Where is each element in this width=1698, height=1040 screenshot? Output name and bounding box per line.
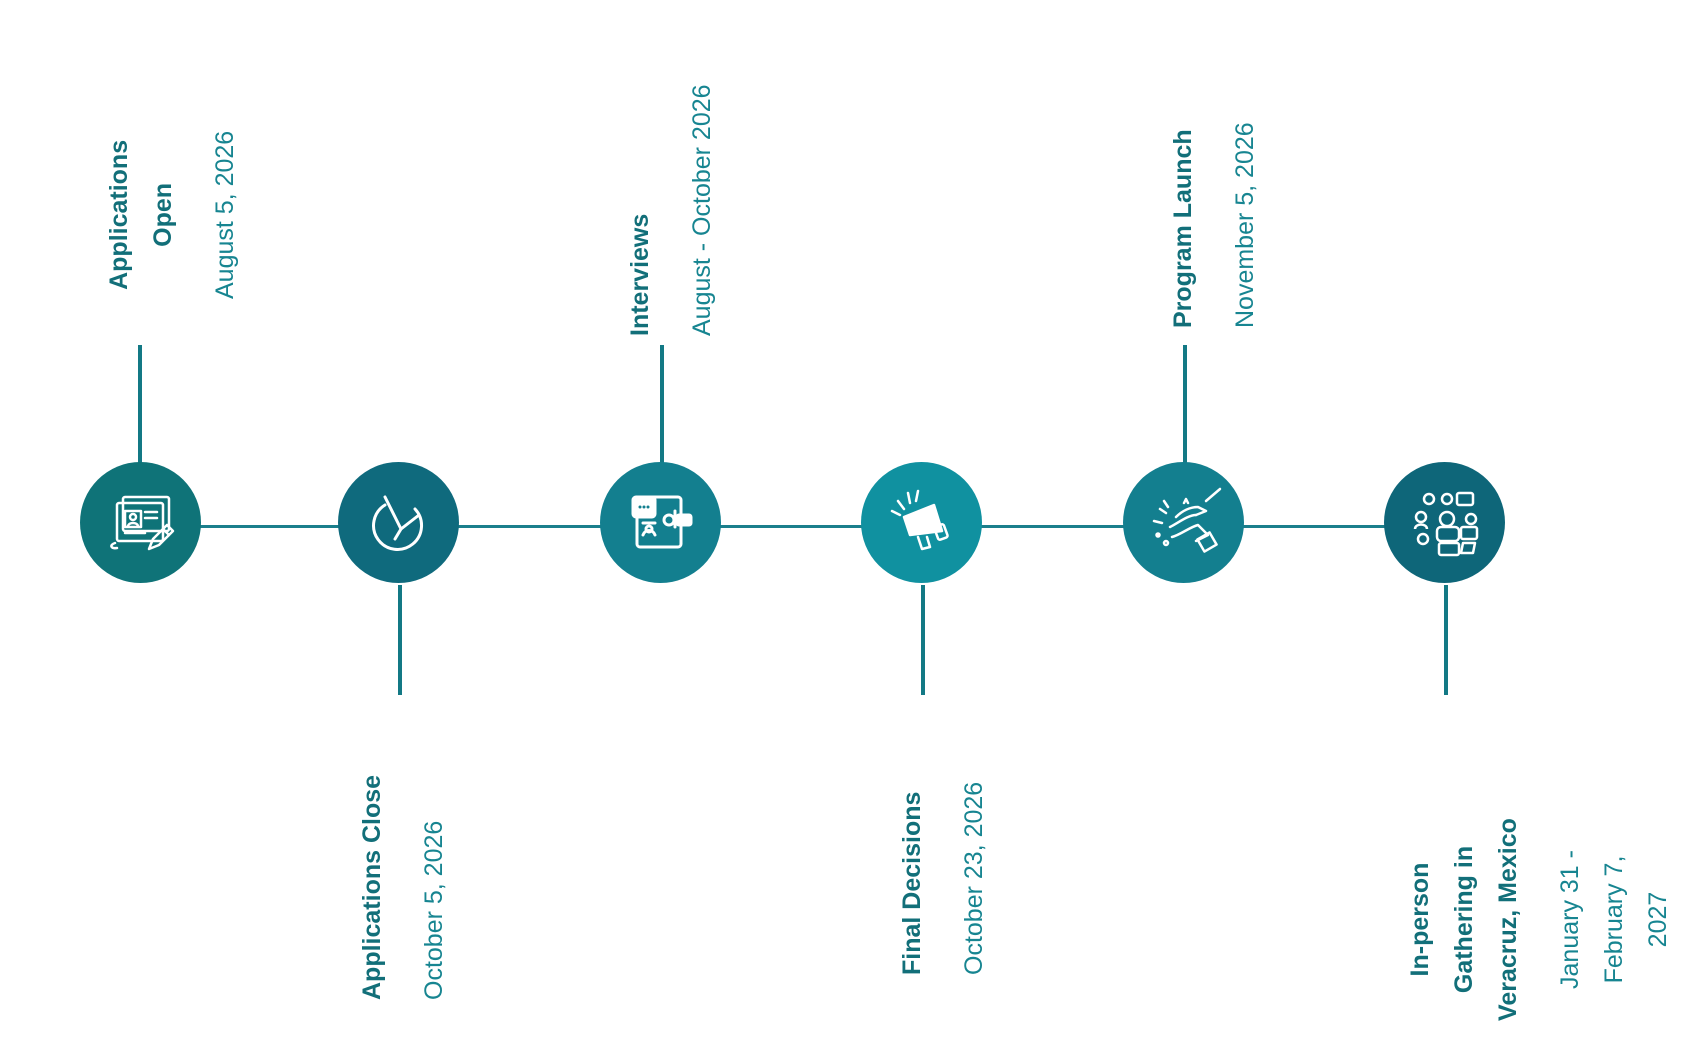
milestone-date: August - October 2026: [688, 84, 716, 336]
label-final-decisions: Final Decisions October 23, 2026: [872, 782, 1014, 975]
application-form-icon: [109, 495, 174, 550]
milestone-date: January 31 - February 7, 2027: [1556, 850, 1672, 989]
milestone-title: In-person Gathering in Veracruz, Mexico: [1406, 818, 1522, 1021]
milestone-date: October 5, 2026: [420, 820, 448, 1000]
milestone-title: Interviews: [626, 213, 654, 336]
label-applications-open: Applications Open August 5, 2026: [79, 131, 265, 299]
milestone-node-interviews: [600, 462, 721, 583]
stem-in-person-gathering: [1444, 585, 1448, 695]
clapping-hands-icon: [1152, 487, 1221, 553]
group-meeting-icon: [1413, 491, 1478, 556]
stem-interviews: [660, 345, 664, 463]
stem-final-decisions: [921, 585, 925, 695]
milestone-date: August 5, 2026: [211, 130, 239, 299]
milestone-title: Final Decisions: [898, 791, 926, 975]
label-in-person-gathering: In-person Gathering in Veracruz, Mexico …: [1380, 803, 1698, 1036]
megaphone-icon: [890, 489, 949, 550]
milestone-date: November 5, 2026: [1231, 122, 1259, 328]
milestone-node-applications-close: [338, 462, 459, 583]
milestone-title: Applications Open: [105, 139, 177, 290]
milestone-date: October 23, 2026: [960, 781, 988, 975]
label-program-launch: Program Launch November 5, 2026: [1143, 122, 1285, 328]
checkmark-clock-icon: [371, 495, 423, 551]
milestone-title: Program Launch: [1169, 129, 1197, 328]
video-call-icon: [631, 495, 692, 548]
label-interviews: Interviews August - October 2026: [600, 84, 742, 336]
milestone-title: Applications Close: [358, 774, 386, 1000]
stem-program-launch: [1183, 345, 1187, 463]
milestone-node-program-launch: [1123, 462, 1244, 583]
stem-applications-close: [398, 585, 402, 695]
stem-applications-open: [138, 345, 142, 463]
label-applications-close: Applications Close October 5, 2026: [332, 775, 474, 1000]
milestone-node-applications-open: [80, 462, 201, 583]
timeline-axis: [140, 525, 1458, 528]
milestone-node-in-person-gathering: [1384, 462, 1505, 583]
milestone-node-final-decisions: [861, 462, 982, 583]
